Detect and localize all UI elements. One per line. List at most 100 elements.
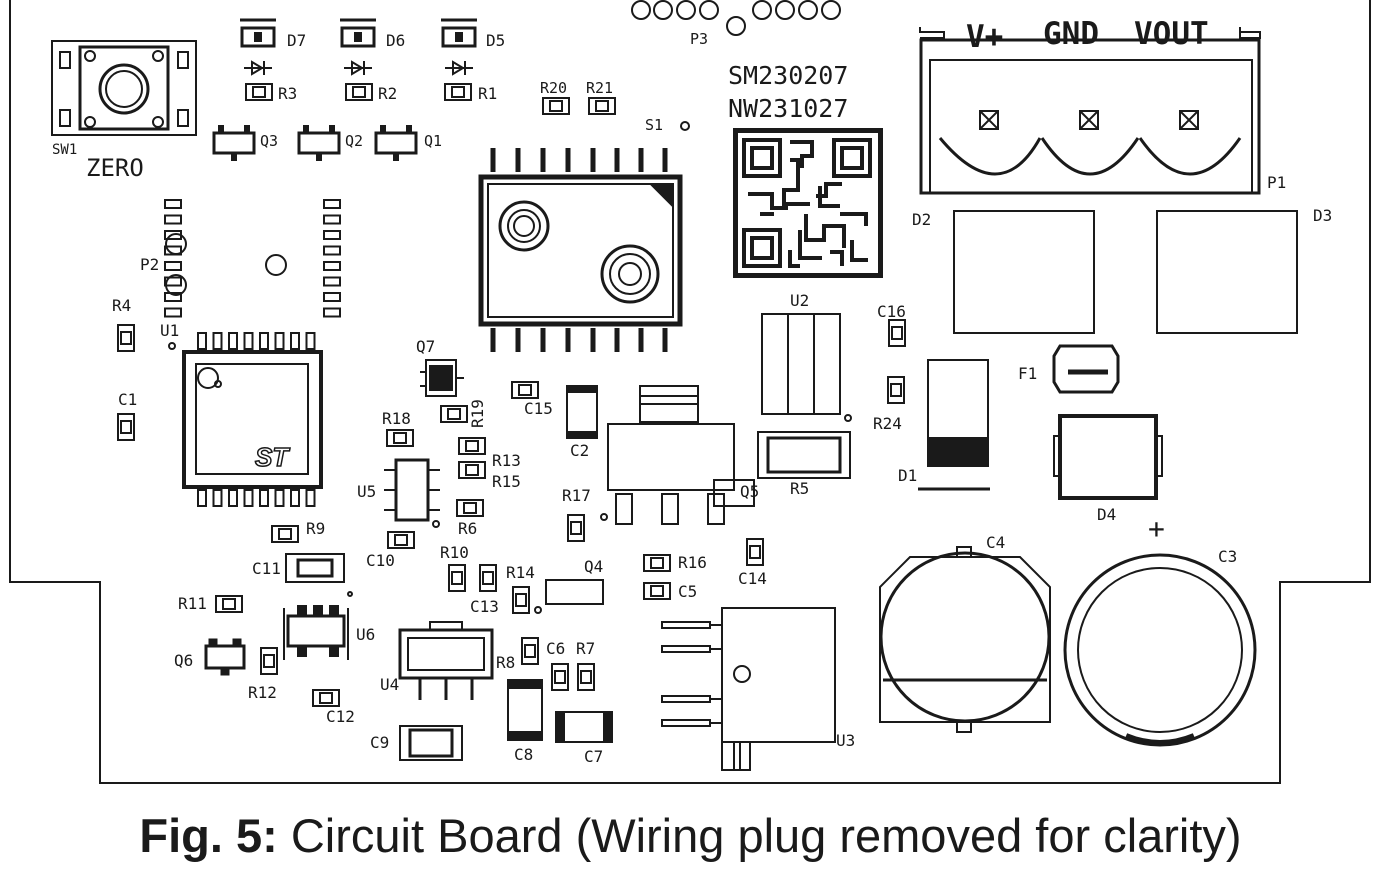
resistor-r12 [260,647,278,675]
ref-r20: R20 [540,79,567,97]
led-d5 [441,18,477,76]
ref-r21: R21 [586,79,613,97]
regulator-u4 [398,621,494,700]
ref-c4: C4 [986,533,1005,552]
ref-d4: D4 [1097,505,1116,524]
ref-r1: R1 [478,84,497,103]
terminal-block-p1 [919,27,1261,195]
capacitor-c4 [879,546,1051,733]
chip-u5 [384,458,440,528]
ref-q5: Q5 [740,482,759,501]
resistor-r24 [887,376,905,404]
diode-d4 [1053,414,1163,500]
ref-q3: Q3 [260,132,278,150]
ref-c12: C12 [326,707,355,726]
resistor-r1 [444,83,472,101]
ref-r10: R10 [440,543,469,562]
capacitor-c9 [399,725,463,761]
ref-r14: R14 [506,563,535,582]
ref-u6: U6 [356,625,375,644]
capacitor-c3 [1063,553,1257,747]
ref-r6: R6 [458,519,477,538]
ref-c13: C13 [470,597,499,616]
zero-label: ZERO [86,154,144,182]
qr-code [733,128,883,278]
led-d7 [240,18,276,76]
pad-d2 [953,210,1095,334]
resistor-r14 [512,586,530,614]
ref-d5: D5 [486,31,505,50]
ref-r24: R24 [873,414,902,433]
testpoints-p2 [165,233,287,296]
ref-r13: R13 [492,451,521,470]
ref-d7: D7 [287,31,306,50]
capacitor-c14 [746,538,764,566]
ref-q6: Q6 [174,651,193,670]
capacitor-c12 [312,689,340,707]
ref-u1: U1 [160,321,179,340]
sensor-s1 [478,148,683,352]
capacitor-c15 [511,381,539,399]
resistor-r6 [456,499,484,517]
resistor-r3 [245,83,273,101]
ref-r19: R19 [468,399,487,428]
diode-d1 [918,359,990,491]
ref-r5: R5 [790,479,809,498]
ref-c8: C8 [514,745,533,764]
caption-text: Circuit Board (Wiring plug removed for c… [290,809,1242,862]
resistor-r5 [757,431,851,479]
ref-u2: U2 [790,291,809,310]
capacitor-c5 [643,582,671,600]
capacitor-c7 [555,711,613,743]
chip-u2 [761,313,852,422]
ref-p1: P1 [1267,173,1286,192]
resistor-r11 [215,595,243,613]
transistor-q3 [212,123,256,163]
figure-caption: Fig. 5: Circuit Board (Wiring plug remov… [0,806,1381,866]
code-nw: NW231027 [728,94,848,123]
ref-f1: F1 [1018,364,1037,383]
ref-c7: C7 [584,747,603,766]
ref-r4: R4 [112,296,131,315]
ref-c1: C1 [118,390,137,409]
resistor-r8 [521,637,539,665]
ref-q4: Q4 [584,557,603,576]
resistor-r15 [458,461,486,479]
terminal-label-vout: VOUT [1134,16,1209,52]
ref-c2: C2 [570,441,589,460]
resistor-r17 [567,514,585,542]
resistor-r20 [542,97,570,115]
chip-u6 [283,591,353,660]
ref-c11: C11 [252,559,281,578]
switch-sw1 [51,40,197,136]
ref-d2: D2 [912,210,931,229]
ref-r8: R8 [496,653,515,672]
ref-q2: Q2 [345,132,363,150]
regulator-q5 [600,385,755,525]
ref-q7: Q7 [416,337,435,356]
resistor-r4 [117,324,135,352]
pad-d3 [1156,210,1298,334]
capacitor-c6 [551,663,569,691]
ref-s1: S1 [645,116,663,134]
transistor-q2 [297,123,341,163]
capacitor-c10 [387,531,415,549]
ref-r7: R7 [576,639,595,658]
header-p3 [631,0,841,36]
transistor-q1 [374,123,418,163]
resistor-r7 [577,663,595,691]
capacitor-c1 [117,413,135,441]
ref-c3: C3 [1218,547,1237,566]
resistor-r18 [386,429,414,447]
resistor-r16 [643,554,671,572]
ref-r17: R17 [562,486,591,505]
resistor-r9 [271,525,299,543]
resistor-r10 [448,564,466,592]
ref-q1: Q1 [424,132,442,150]
ref-c9: C9 [370,733,389,752]
ref-u4: U4 [380,675,399,694]
circuit-board-diagram: P3 SW1 ZERO D7 D6 D5 R3 R2 R1 R20 [9,0,1371,784]
ref-r16: R16 [678,553,707,572]
ref-c5: C5 [678,582,697,601]
capacitor-c11 [285,553,345,583]
